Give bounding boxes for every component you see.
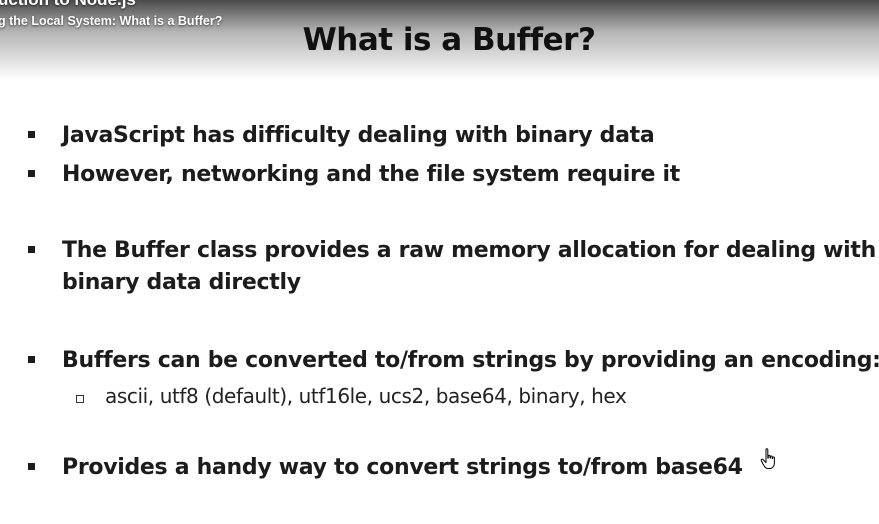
- square-bullet-icon: [28, 170, 35, 177]
- slide-title: What is a Buffer?: [302, 22, 596, 58]
- sub-bullet-text: ascii, utf8 (default), utf16le, ucs2, ba…: [105, 384, 627, 408]
- bullet-text: binary data directly: [62, 270, 301, 295]
- bullet-text: Buffers can be converted to/from strings…: [62, 348, 879, 373]
- hand-pointer-icon: [760, 448, 775, 469]
- hollow-square-bullet-icon: [76, 395, 84, 403]
- video-title-overlay: uction to Node.js g the Local System: Wh…: [0, 0, 879, 80]
- bullet-text: JavaScript has difficulty dealing with b…: [62, 123, 655, 148]
- bullet-text: Provides a handy way to convert strings …: [62, 455, 743, 480]
- video-subtitle: g the Local System: What is a Buffer?: [0, 14, 223, 28]
- square-bullet-icon: [28, 356, 35, 363]
- square-bullet-icon: [28, 131, 35, 138]
- bullet-text: The Buffer class provides a raw memory a…: [62, 238, 876, 263]
- bullet-text: However, networking and the file system …: [62, 162, 680, 187]
- square-bullet-icon: [28, 463, 35, 470]
- square-bullet-icon: [28, 246, 35, 253]
- video-title: uction to Node.js: [0, 0, 136, 10]
